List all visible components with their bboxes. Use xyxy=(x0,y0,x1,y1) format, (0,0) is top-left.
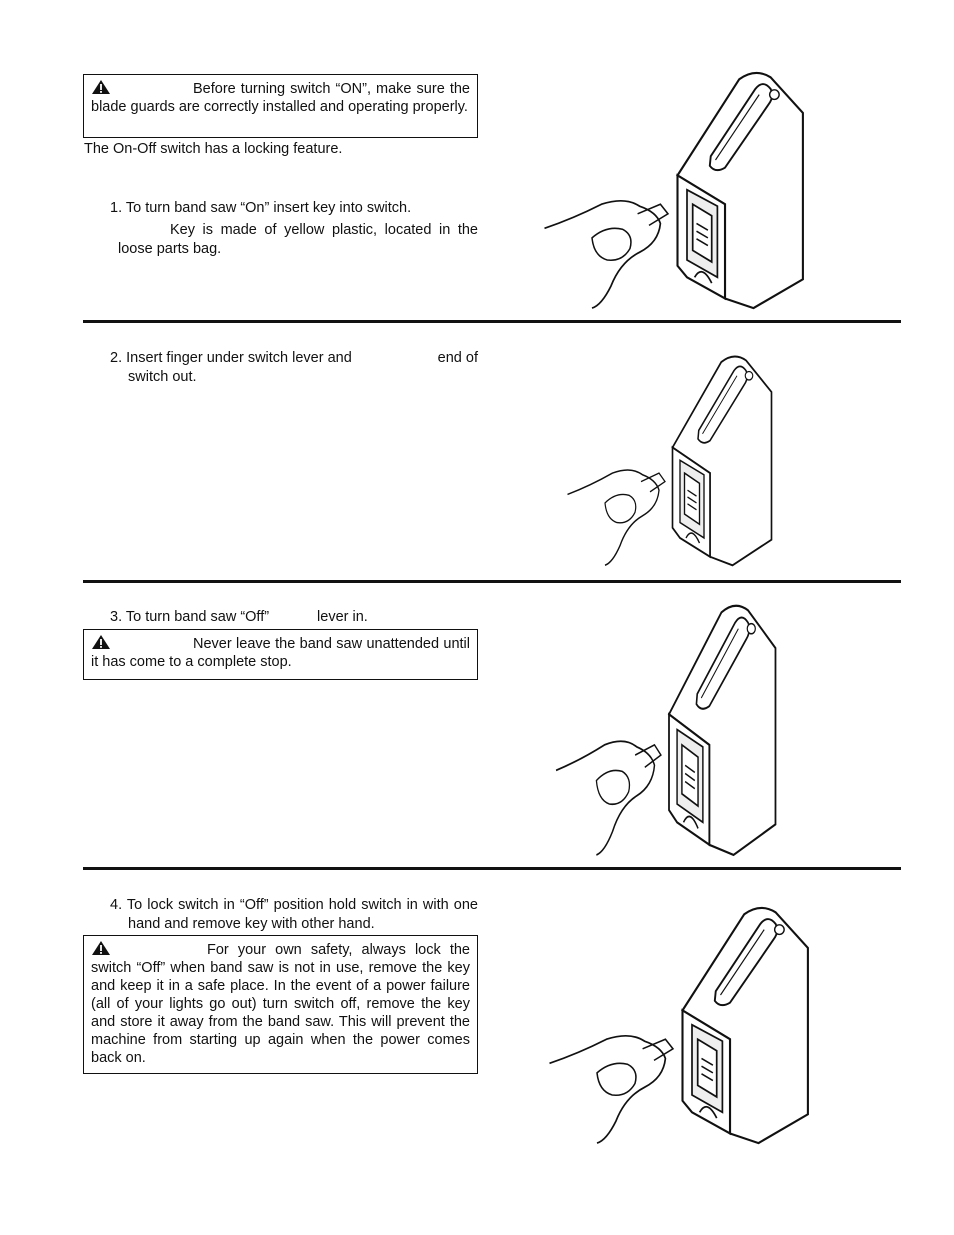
step-4-text: 4. To lock switch in “Off” position hold… xyxy=(110,897,478,932)
warning-box-2: Never leave the band saw unattended unti… xyxy=(83,629,478,680)
step-1-note-text: Key is made of yellow plastic, located i… xyxy=(118,222,478,257)
warning-box-1: Before turning switch “ON”, make sure th… xyxy=(83,74,478,138)
warning-text-2: Never leave the band saw unattended unti… xyxy=(91,636,470,670)
step-2-text-c: switch out. xyxy=(128,369,197,385)
warning-box-3: For your own safety, always lock the swi… xyxy=(83,935,478,1074)
switch-box-illustration xyxy=(560,345,785,567)
switch-box-illustration xyxy=(535,60,820,310)
switch-box-illustration xyxy=(548,592,790,857)
step-1: 1. To turn band saw “On” insert key into… xyxy=(110,200,412,216)
section-divider-1 xyxy=(83,320,901,323)
warning-triangle-icon xyxy=(91,940,111,956)
step-3-text-a: 3. To turn band saw “Off” xyxy=(110,609,270,625)
section-divider-3 xyxy=(83,867,901,870)
step-2-text-b: end of xyxy=(437,350,478,366)
step-3: 3. To turn band saw “Off” lever in. xyxy=(110,608,480,627)
switch-box-illustration xyxy=(540,895,825,1145)
warning-text-1: Before turning switch “ON”, make sure th… xyxy=(91,81,470,115)
step-2-text-a: 2. Insert finger under switch lever and xyxy=(110,350,352,366)
section-divider-2 xyxy=(83,580,901,583)
step-2: 2. Insert finger under switch lever and … xyxy=(110,349,478,387)
step-3-text-b: lever in. xyxy=(317,609,368,625)
warning-triangle-icon xyxy=(91,79,111,95)
step-4: 4. To lock switch in “Off” position hold… xyxy=(110,896,478,934)
warning-text-3: For your own safety, always lock the swi… xyxy=(91,942,470,1066)
warning-triangle-icon xyxy=(91,634,111,650)
intro-text: The On-Off switch has a locking feature. xyxy=(84,141,343,157)
step-1-note: Key is made of yellow plastic, located i… xyxy=(118,221,478,259)
